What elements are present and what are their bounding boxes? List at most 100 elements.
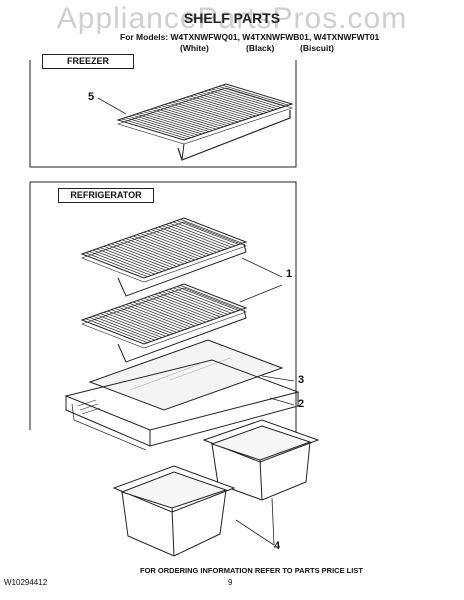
callout-4: 4 [274, 540, 281, 552]
shelf-wire [218, 86, 285, 107]
refrigerator-frame [30, 181, 297, 440]
crisper-drawer-right [202, 419, 320, 501]
shelf-wire [169, 222, 232, 248]
shelf-wire [121, 118, 188, 140]
shelf-wire [186, 96, 253, 118]
shelf-wire [153, 107, 221, 129]
shelf-wire [215, 87, 282, 108]
shelf-wire [121, 239, 185, 265]
shelf-wire [172, 287, 236, 313]
shelf-wire [151, 295, 214, 320]
shelf-wire [222, 84, 289, 106]
shelf-wire [121, 305, 185, 331]
page-title: SHELF PARTS [183, 10, 281, 26]
shelf-wire [85, 252, 148, 278]
glass-insert [88, 339, 284, 411]
shelf-wire [143, 231, 207, 257]
shelf-wire [204, 90, 271, 112]
shelf-wire [146, 110, 213, 131]
shelf-wire [118, 240, 181, 266]
shelf-wire [89, 251, 152, 276]
leader-5 [97, 97, 127, 115]
shelf-wire [103, 245, 166, 271]
leader-4a [235, 519, 275, 546]
leader-1b [239, 284, 283, 303]
shelf-wire [135, 113, 203, 135]
shelf-wire [165, 224, 228, 249]
callout-2: 2 [298, 398, 305, 410]
shelf-wire [114, 242, 177, 267]
shelf-wire [118, 306, 181, 332]
shelf-wire [132, 114, 199, 136]
color-black: (Black) [246, 43, 275, 53]
shelf-wire [96, 248, 159, 274]
shelf-wire [140, 233, 203, 258]
shelf-wire [211, 88, 278, 110]
shelf-wire [136, 234, 199, 260]
shelf-wire [89, 317, 152, 342]
page-number: 9 [228, 578, 233, 587]
shelf-wire [129, 236, 192, 262]
shelf-wire [207, 89, 275, 111]
wire-shelf-lower [80, 283, 248, 363]
shelf-wire [179, 99, 246, 120]
shelf-wire [100, 313, 163, 338]
crisper-cover [64, 359, 300, 451]
doc-number: W10294412 [4, 578, 48, 587]
shelf-wire [200, 92, 267, 113]
shelf-wire [168, 102, 235, 124]
shelf-wire [125, 238, 188, 263]
shelf-wire [164, 104, 231, 125]
freezer-frame [29, 60, 297, 168]
color-biscuit: (Biscuit) [300, 43, 334, 53]
shelf-wire [176, 286, 239, 311]
shelf-wire [129, 302, 192, 328]
shelf-wire [154, 293, 217, 319]
shelf-wire [111, 309, 174, 335]
shelf-wire [189, 95, 257, 117]
ordering-note: FOR ORDERING INFORMATION REFER TO PARTS … [140, 566, 363, 575]
shelf-wire [182, 98, 249, 119]
shelf-wire [96, 314, 159, 340]
shelf-wire [143, 297, 207, 323]
shelf-wire [125, 304, 188, 329]
shelf-wire [107, 310, 170, 336]
shelf-wire [158, 292, 221, 318]
shelf-wire [180, 218, 243, 244]
shelf-wire [100, 247, 163, 272]
shelf-wire [169, 288, 232, 314]
shelf-wire [128, 116, 195, 137]
leader-3 [261, 375, 295, 382]
shelf-wire [165, 290, 228, 315]
shelf-wire [162, 225, 225, 251]
shelf-wire [158, 226, 221, 252]
leader-2 [269, 397, 295, 406]
shelf-wire [92, 315, 156, 341]
shelf-wire [125, 117, 192, 138]
shelf-wire [172, 221, 236, 247]
shelf-wire [193, 94, 260, 116]
shelf-wire [151, 229, 214, 254]
shelf-wire [103, 311, 166, 337]
shelf-wire [171, 101, 239, 123]
shelf-wire [147, 296, 210, 322]
shelf-wire [85, 318, 148, 344]
watermark: AppliancePartsPros.com [56, 2, 408, 35]
shelf-wire [111, 243, 174, 269]
shelf-wire [162, 291, 225, 317]
shelf-wire [132, 301, 196, 327]
leader-4b [271, 497, 275, 546]
shelf-wire [140, 299, 203, 324]
shelf-wire [143, 111, 210, 132]
models-line: For Models: W4TXNWFWQ01, W4TXNWFWB01, W4… [120, 32, 380, 42]
shelf-wire [197, 93, 264, 114]
shelf-wire [147, 230, 210, 256]
color-white: (White) [180, 43, 209, 53]
callout-1: 1 [286, 268, 293, 280]
shelf-wire [176, 220, 239, 245]
callout-5: 5 [88, 91, 95, 103]
refrigerator-label: REFRIGERATOR [58, 188, 154, 203]
shelf-wire [180, 284, 243, 310]
shelf-wire [157, 106, 224, 128]
wire-shelf-upper [80, 217, 248, 297]
